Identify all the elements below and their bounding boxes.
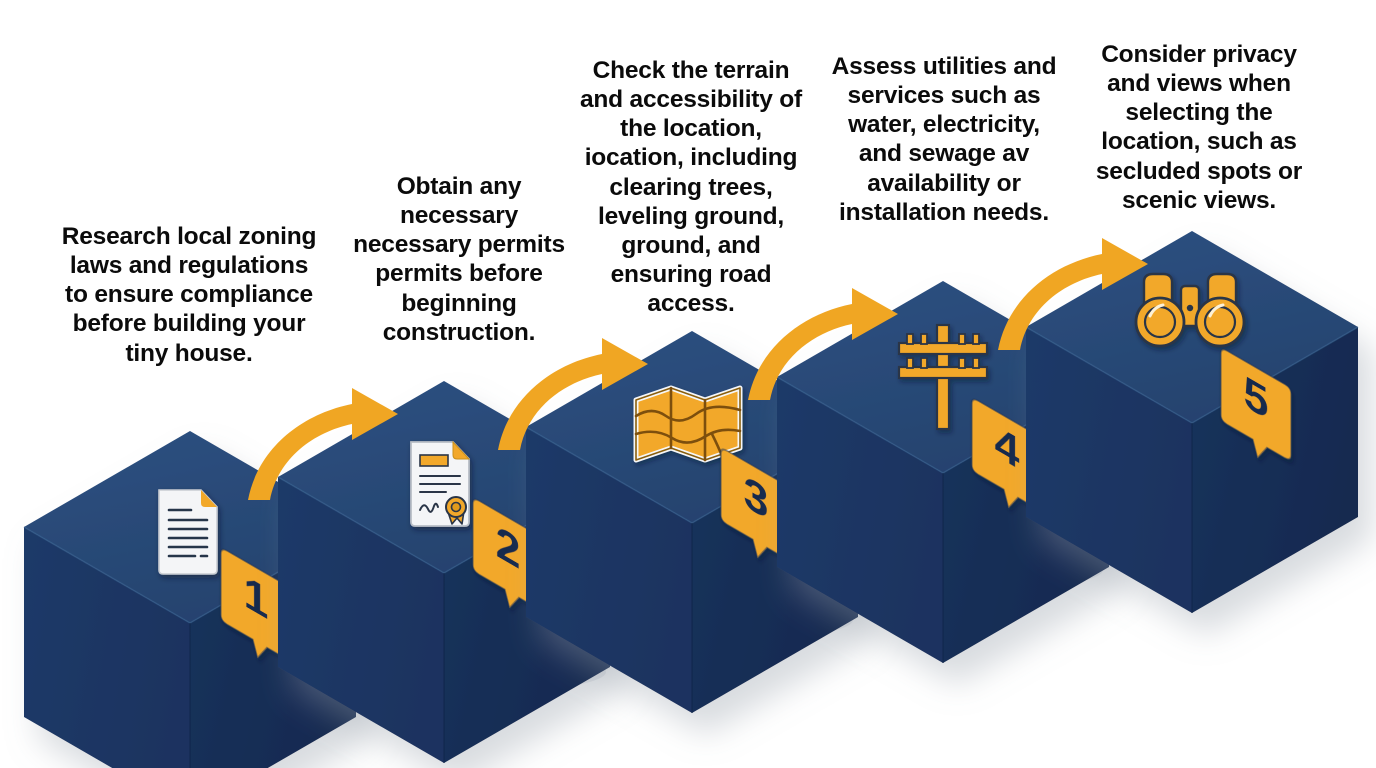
step-badge-5: 5 [1219,346,1293,479]
step-cube-1[interactable]: 1 [23,430,357,768]
step-caption-1: Research local zoning laws and regulatio… [61,223,317,367]
step-caption-3: Check the terrain and accessibility of t… [579,57,803,318]
step-cube-4[interactable]: 4 [776,280,1110,664]
step-caption-4: Assess utilities and services such as wa… [831,53,1057,226]
step-cube-2[interactable]: 2 [277,380,611,764]
step-cube-5[interactable]: 5 [1025,230,1359,614]
step-badge-1: 1 [219,546,293,679]
step-badge-2: 2 [471,496,545,629]
step-caption-2: Obtain any necessary necessary permits p… [353,173,565,346]
document-icon [157,488,219,576]
certificate-icon [410,441,470,527]
step-caption-5: Consider privacy and views when selectin… [1095,41,1303,214]
step-badge-3: 3 [719,446,793,579]
step-cube-3[interactable]: 3 [525,330,859,714]
step-badge-4: 4 [970,396,1044,529]
